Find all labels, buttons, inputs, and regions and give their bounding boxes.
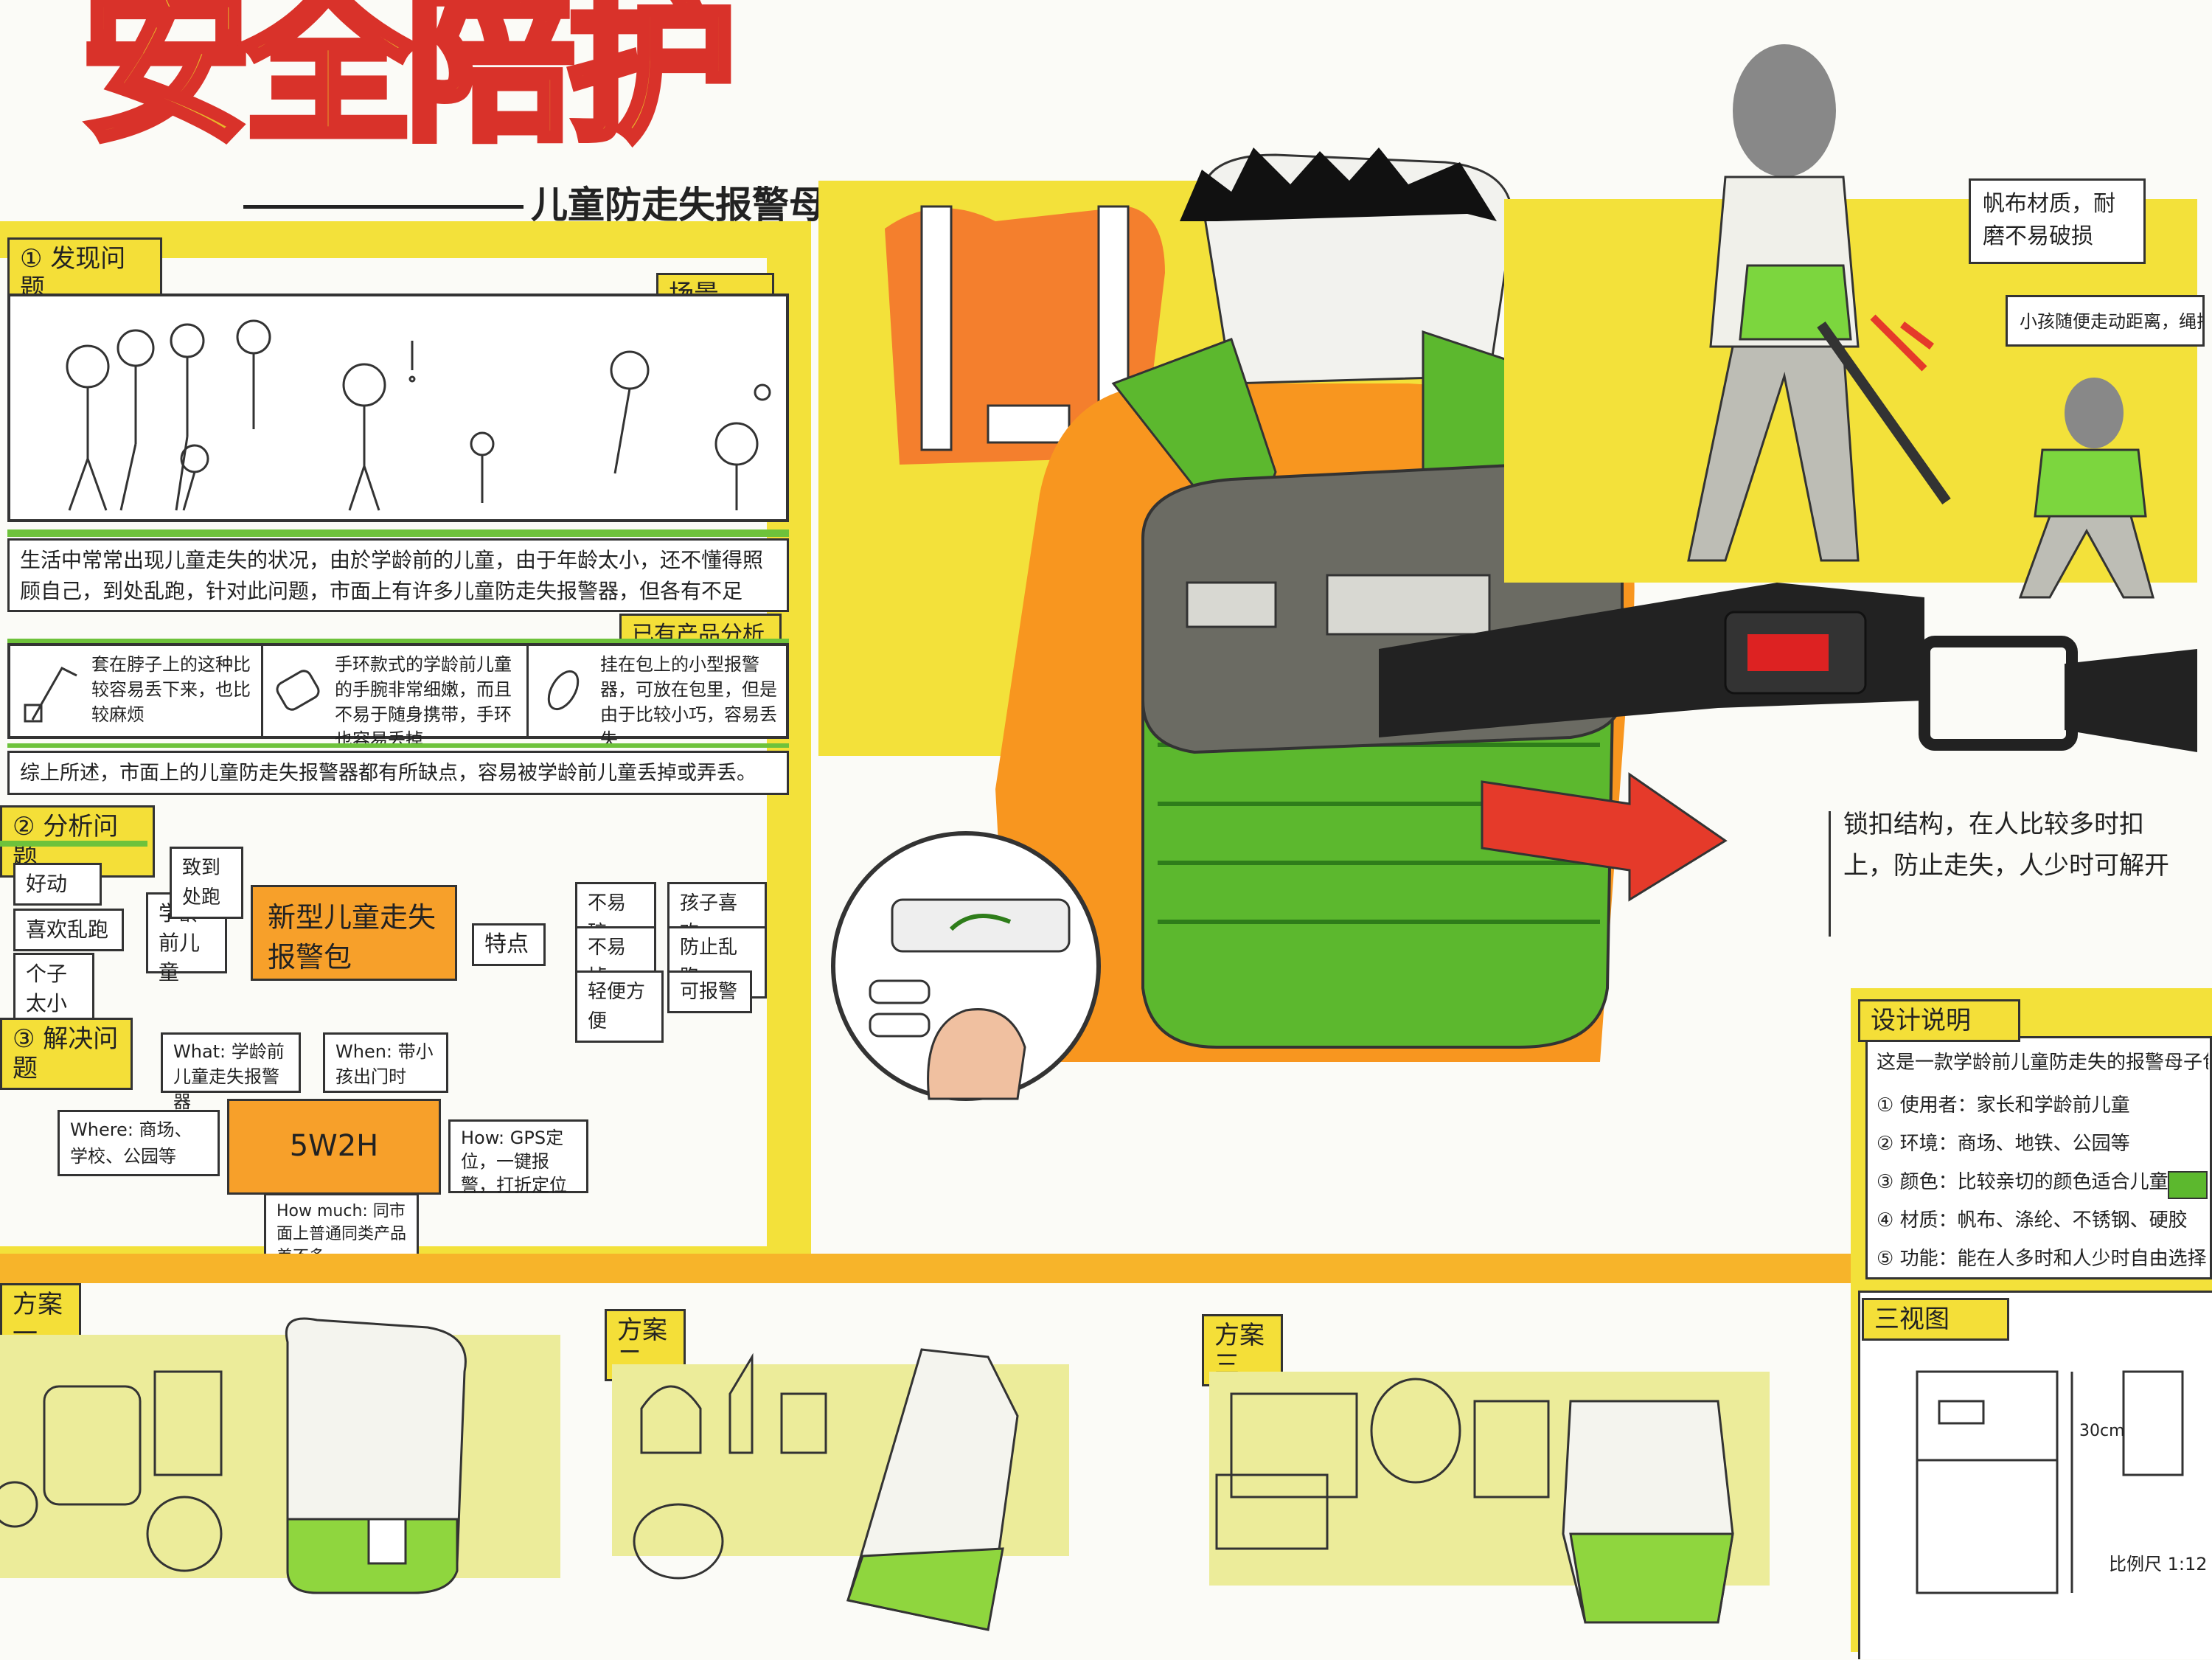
bottom-divider [0, 1254, 1851, 1283]
left-tag-3: 个子太小 [13, 953, 94, 1025]
products-panel: 套在脖子上的这种比较容易丢下来，也比较麻烦 手环款式的学龄前儿童的手腕非常细嫩，… [7, 643, 789, 750]
tag-icon [547, 670, 580, 711]
green-underline-4 [0, 841, 147, 847]
material-note: 帆布材质，耐磨不易破损 [1969, 178, 2146, 264]
section3-heading: ③ 解决问题 [0, 1018, 133, 1090]
scheme-1-panel [0, 1335, 560, 1578]
design-notes-item-1: ① 使用者：家长和学龄前儿童 [1877, 1094, 2130, 1116]
product-3-text: 挂在包上的小型报警器，可放在包里，但是由于比较小巧，容易丢失 [600, 654, 777, 750]
problem-text: 生活中常常出现儿童走失的状况，由於学龄前的儿童，由于年龄太小，还不懂得照顾自己，… [20, 548, 764, 603]
design-notes-heading: 设计说明 [1858, 999, 2020, 1042]
product-1: 套在脖子上的这种比较容易丢下来，也比较麻烦 [10, 646, 263, 736]
adult-child-illustration [1687, 44, 2154, 599]
problem-text-box: 生活中常常出现儿童走失的状况，由於学龄前的儿童，由于年龄太小，还不懂得照顾自己，… [7, 538, 789, 612]
design-notes-item-2: ② 环境：商场、地铁、公园等 [1877, 1133, 2130, 1155]
subtitle-line [243, 205, 524, 209]
title-block: 安全陪护 [66, 0, 863, 164]
scheme-1-sketch [0, 1317, 467, 1594]
left-tag-1: 好动 [13, 863, 102, 906]
strap-note: 小孩随便走动距离，绳拉好 [2006, 295, 2205, 347]
three-view-heading: 三视图 [1862, 1298, 2009, 1341]
scene-sketch-panel [7, 294, 789, 522]
backpack-hero-illustration [831, 147, 1924, 1101]
green-underline-2 [7, 639, 789, 643]
color-swatch [2168, 1171, 2208, 1199]
crowd-sketch [66, 319, 771, 511]
scheme-2-sketch [633, 1348, 1019, 1631]
green-underline-1 [7, 529, 789, 537]
scale-label: 比例尺 1:12 [2109, 1554, 2208, 1574]
where-box: Where: 商场、学校、公园等 [58, 1110, 220, 1176]
page-title: 安全陪护 [77, 0, 741, 164]
green-underline-3 [7, 743, 789, 748]
5w2h-box: 5W2H [227, 1099, 441, 1195]
design-notes-item-5: ⑤ 功能：能在人多时和人少时自由选择 [1877, 1248, 2207, 1270]
summary-box: 综上所述，市面上的儿童防走失报警器都有所缺点，容易被学龄前儿童丢掉或弄丢。 [7, 751, 789, 795]
design-notes-panel [1865, 1036, 2212, 1279]
left-tag-2: 喜欢乱跑 [13, 909, 124, 951]
summary-text: 综上所述，市面上的儿童防走失报警器都有所缺点，容易被学龄前儿童丢掉或弄丢。 [20, 762, 757, 785]
center-concept: 新型儿童走失报警包 [251, 885, 457, 981]
feature-tag: 特点 [472, 923, 546, 966]
wristband-icon [276, 670, 320, 711]
design-notes-item-3: ③ 颜色：比较亲切的颜色适合儿童 [1877, 1171, 2168, 1193]
product-3: 挂在包上的小型报警器，可放在包里，但是由于比较小巧，容易丢失 [526, 646, 788, 750]
buckle-illustration [1919, 636, 2197, 752]
scheme-3-sketch [1215, 1378, 1734, 1624]
lock-note-line [1829, 811, 1831, 937]
middle-tag-2: 致到处跑 [170, 847, 243, 919]
product-2-text: 手环款式的学龄前儿童的手腕非常细嫩，而且不易于随身携带，手环也容易丢掉 [335, 654, 512, 750]
right-tag-5: 轻便方便 [575, 970, 664, 1043]
what-box: What: 学龄前儿童走失报警器 [161, 1032, 301, 1112]
design-notes-intro: 这是一款学龄前儿童防走失的报警母子包 [1877, 1052, 2208, 1074]
dimension-label: 30cm [2079, 1422, 2125, 1440]
product-1-text: 套在脖子上的这种比较容易丢下来，也比较麻烦 [91, 654, 251, 725]
when-box: When: 带小孩出门时 [323, 1032, 448, 1093]
product-2: 手环款式的学龄前儿童的手腕非常细嫩，而且不易于随身携带，手环也容易丢掉 [261, 646, 529, 750]
how-box: How: GPS定位，一键报警，打折定位 [448, 1119, 588, 1195]
lock-note: 锁扣结构，在人比较多时扣上，防止走失，人少时可解开 [1843, 810, 2169, 881]
three-view-drawing [1916, 1370, 2184, 1594]
right-tag-6: 可报警 [667, 970, 752, 1013]
design-notes-item-4: ④ 材质：帆布、涤纶、不锈钢、硬胶 [1877, 1209, 2188, 1232]
lanyard-icon [24, 667, 77, 723]
